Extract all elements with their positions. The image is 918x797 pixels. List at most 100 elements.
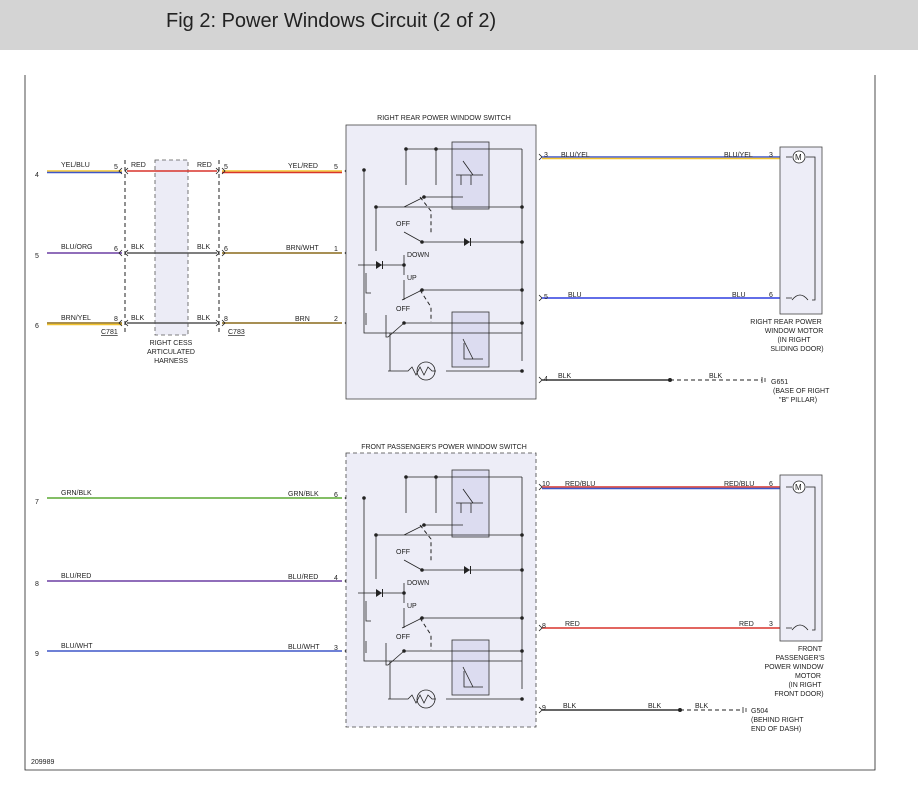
terminal-6: 6	[35, 323, 39, 330]
header-bar: Fig 2: Power Windows Circuit (2 of 2)	[0, 0, 918, 50]
wire-label: BLK	[197, 315, 211, 322]
harness-label: HARNESS	[154, 358, 188, 365]
pin-label: 5	[334, 164, 338, 171]
wire-label: BLK	[563, 703, 577, 710]
terminal-5: 5	[35, 253, 39, 260]
diagram-frame	[24, 75, 876, 771]
wire-label: BLK	[695, 703, 709, 710]
pin-label: 1	[334, 246, 338, 253]
wire-label: BLU/RED	[61, 573, 91, 580]
pin-label: 8	[542, 623, 546, 630]
switch-label-off: OFF	[396, 549, 410, 556]
pin-label: 6	[334, 492, 338, 499]
wire-label: BLU/WHT	[61, 643, 93, 650]
ground-label: (BASE OF RIGHT	[773, 388, 830, 395]
switch-label-up: UP	[407, 603, 417, 610]
pin-label: 3	[544, 152, 548, 159]
wire-label: BLU/ORG	[61, 244, 93, 251]
pin-label: 3	[334, 645, 338, 652]
wire-label: RED	[739, 621, 754, 628]
switch-label-off: OFF	[396, 221, 410, 228]
wire-label: BLK	[558, 373, 572, 380]
terminal-4: 4	[35, 172, 39, 179]
pin-label: 3	[769, 621, 773, 628]
wire-label: BRN/WHT	[286, 245, 319, 252]
wire-label: YEL/RED	[288, 163, 318, 170]
wire-label: BLU/RED	[288, 574, 318, 581]
pin-label: 8	[114, 316, 118, 323]
motor-label: POWER WINDOW	[764, 664, 823, 671]
motor-label: RIGHT REAR POWER	[750, 319, 821, 326]
front-passenger-window-switch	[345, 452, 537, 728]
motor-label: WINDOW MOTOR	[765, 328, 824, 335]
connector-c781: C781	[101, 329, 118, 336]
pin-label: 10	[542, 481, 550, 488]
wire-label: BRN/YEL	[61, 315, 91, 322]
wire-label: BLU/WHT	[288, 644, 320, 651]
pin-label: 5	[544, 294, 548, 301]
switch-label-off: OFF	[396, 306, 410, 313]
ground-label: "B" PILLAR)	[779, 397, 817, 404]
wire-label: GRN/BLK	[288, 491, 319, 498]
harness-label: RIGHT CESS	[150, 340, 193, 347]
motor-label: (IN RIGHT	[777, 337, 811, 344]
pin-label: 4	[544, 376, 548, 383]
wire-label: BLK	[197, 244, 211, 251]
wire-label: BLU/YEL	[724, 152, 753, 159]
motor-label: PASSENGER'S	[775, 655, 824, 662]
cess-harness	[124, 159, 220, 336]
switch-title: RIGHT REAR POWER WINDOW SWITCH	[377, 115, 511, 122]
wire-label: BLK	[709, 373, 723, 380]
pin-label: 6	[769, 481, 773, 488]
wire-label: BLK	[648, 703, 662, 710]
wire-label: RED/BLU	[724, 481, 754, 488]
pin-label: 4	[334, 575, 338, 582]
switch-label-down: DOWN	[407, 580, 429, 587]
ground-g504: G504	[751, 708, 768, 715]
figure-id: 209989	[31, 759, 54, 766]
pin-label: 6	[224, 246, 228, 253]
ground-label: (BEHIND RIGHT	[751, 717, 804, 724]
terminal-7: 7	[35, 499, 39, 506]
pin-label: 6	[114, 246, 118, 253]
switch-label-down: DOWN	[407, 252, 429, 259]
wire-label: YEL/BLU	[61, 162, 90, 169]
wire-label: BLU	[732, 292, 746, 299]
wire-label: BLU/YEL	[561, 152, 590, 159]
wire-label: RED	[197, 162, 212, 169]
pin-label: 5	[114, 164, 118, 171]
switch-label-off: OFF	[396, 634, 410, 641]
wire-label: GRN/BLK	[61, 490, 92, 497]
motor-label: FRONT DOOR)	[774, 691, 823, 698]
motor-label: FRONT	[798, 646, 823, 653]
switch-label-up: UP	[407, 275, 417, 282]
motor-label: MOTOR	[795, 673, 821, 680]
motor-label: SLIDING DOOR)	[770, 346, 823, 353]
pin-label: 6	[769, 292, 773, 299]
wire-label: RED/BLU	[565, 481, 595, 488]
pin-label: 9	[542, 705, 546, 712]
wire-label: RED	[131, 162, 146, 169]
pin-label: 3	[769, 152, 773, 159]
switch-title: FRONT PASSENGER'S POWER WINDOW SWITCH	[361, 444, 527, 451]
motor-label: (IN RIGHT	[788, 682, 822, 689]
page-title: Fig 2: Power Windows Circuit (2 of 2)	[166, 10, 497, 32]
wire-label: BRN	[295, 316, 310, 323]
connector-c783: C783	[228, 329, 245, 336]
pin-label: 2	[334, 316, 338, 323]
wire-label: BLK	[131, 315, 145, 322]
wire-label: BLU	[568, 292, 582, 299]
pin-label: 5	[224, 164, 228, 171]
svg-text:M: M	[795, 483, 802, 492]
terminal-9: 9	[35, 651, 39, 658]
svg-text:M: M	[795, 153, 802, 162]
front-passenger-window-motor: M	[779, 474, 823, 642]
wire-label: BLK	[131, 244, 145, 251]
right-rear-window-switch	[345, 124, 537, 400]
ground-label: END OF DASH)	[751, 726, 801, 733]
harness-label: ARTICULATED	[147, 349, 195, 356]
pin-label: 8	[224, 316, 228, 323]
right-rear-window-motor: M	[779, 146, 823, 315]
wire-label: RED	[565, 621, 580, 628]
